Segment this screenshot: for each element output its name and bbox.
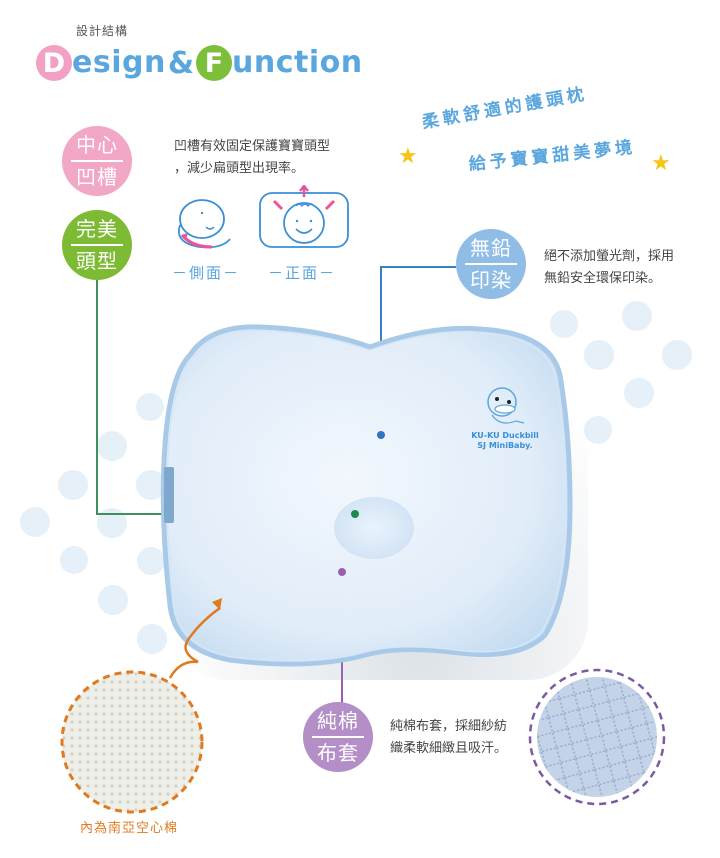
- title-word-design: esign: [72, 45, 166, 80]
- section-title: D esign & F unction: [36, 43, 363, 83]
- duck-logo-icon: [487, 387, 525, 424]
- front-view-illustration: [259, 185, 349, 248]
- badge-text: 完美: [76, 217, 118, 242]
- star-icon: ★: [398, 144, 418, 169]
- groove-pin: [351, 510, 359, 518]
- badge-text: 中心: [76, 133, 118, 158]
- brand-embroidery: KU-KU Duckbill SJ MiniBaby.: [460, 385, 550, 451]
- badge-text: 無鉛: [470, 236, 512, 261]
- description-center-groove: 凹槽有效固定保護寶寶頭型 ，減少扁頭型出現率。: [174, 139, 331, 176]
- cotton-pin: [338, 568, 346, 576]
- pillow-image: [160, 324, 573, 667]
- star-icon: ★: [651, 151, 671, 176]
- description-cotton: 純棉布套，採細紗紡 織柔軟細緻且吸汗。: [390, 719, 508, 756]
- slogan-line-2: 給予寶寶甜美夢境: [467, 137, 638, 175]
- front-view-label: －正面－: [268, 264, 337, 282]
- filling-swatch: [60, 598, 222, 814]
- badge-text: 布套: [317, 740, 359, 765]
- badge-lead-free-dye: 無鉛 印染: [456, 229, 526, 299]
- cotton-fabric-swatch: [528, 668, 666, 806]
- side-view-label: －側面－: [172, 264, 241, 282]
- slogan-line-1: 柔軟舒適的護頭枕: [420, 84, 590, 133]
- side-view-illustration: [178, 199, 231, 249]
- badge-perfect-head-shape: 完美 頭型: [62, 210, 132, 280]
- title-word-function: unction: [232, 45, 363, 80]
- title-initial-d: D: [36, 45, 72, 81]
- badge-divider: [71, 160, 123, 162]
- connector-line-lead-free: [380, 266, 456, 268]
- connector-line-head-shape: [96, 270, 98, 514]
- badge-divider: [312, 736, 364, 738]
- badge-text: 凹槽: [76, 164, 118, 189]
- badge-cotton-cover: 純棉 布套: [303, 702, 373, 772]
- badge-text: 純棉: [317, 709, 359, 734]
- embroidery-text-2: SJ MiniBaby.: [477, 441, 533, 450]
- title-ampersand: &: [167, 45, 194, 81]
- badge-divider: [465, 263, 517, 265]
- embroidery-text-1: KU-KU Duckbill: [471, 431, 539, 440]
- filling-caption: 內為南亞空心棉: [80, 821, 179, 836]
- badge-center-groove: 中心 凹槽: [62, 126, 132, 196]
- description-lead-free: 絕不添加螢光劑，採用 無鉛安全環保印染。: [544, 249, 675, 286]
- lead-free-pin: [377, 431, 385, 439]
- badge-text: 頭型: [76, 248, 118, 273]
- title-initial-f: F: [196, 45, 232, 81]
- section-subtitle: 設計結構: [76, 24, 129, 38]
- badge-divider: [71, 244, 123, 246]
- badge-text: 印染: [470, 267, 512, 292]
